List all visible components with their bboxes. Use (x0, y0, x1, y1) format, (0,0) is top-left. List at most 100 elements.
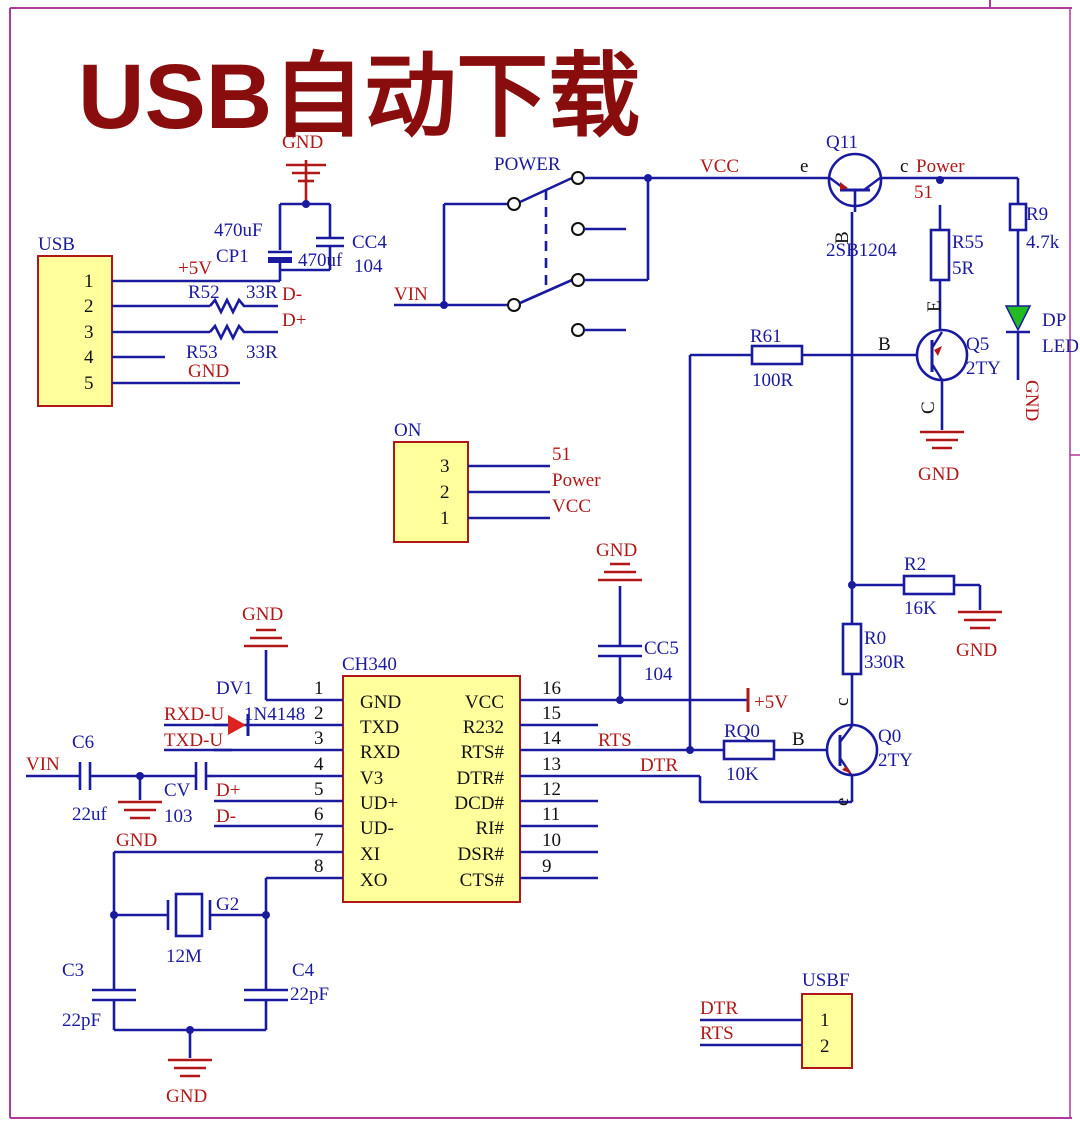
net-vin-c6: VIN (26, 754, 60, 775)
q11-ref: Q11 (826, 132, 858, 153)
q0-transistor (825, 723, 879, 802)
on-pin-3: 3 (440, 456, 450, 477)
ch340-pin10-num: 10 (542, 830, 561, 851)
r0-resistor (841, 622, 863, 676)
ch340-pin7-num: 7 (314, 830, 324, 851)
ch340-pin4-num: 4 (314, 754, 324, 775)
net-51-q11: 51 (914, 182, 933, 203)
cv-ref: CV (164, 780, 191, 801)
page-title: USB自动下载 (78, 46, 640, 148)
cv-val: 103 (164, 806, 193, 827)
usbf-label: USBF (802, 970, 850, 991)
r55-val: 5R (952, 258, 975, 279)
q0-val: 2TY (878, 750, 913, 771)
rq0-ref: RQ0 (724, 721, 760, 742)
c6-val: 22uf (72, 804, 108, 825)
usbf-connector: USBF 1 2 DTR RTS (700, 970, 853, 1069)
dv1-ref: DV1 (216, 678, 253, 699)
on-pin-1: 1 (440, 508, 450, 529)
on-pin-2: 2 (440, 482, 450, 503)
ch340-pin4-name: V3 (360, 768, 383, 789)
on-net-51: 51 (552, 444, 571, 465)
net-5v-cc5: +5V (754, 692, 788, 713)
usbf-net-dtr: DTR (700, 998, 738, 1019)
ch340-chip: CH340 GND TXD RXD V3 UD+ UD- XI XO VCC R… (114, 654, 700, 903)
ch340-pin5-num: 5 (314, 779, 324, 800)
r52-ref: R52 (188, 282, 220, 303)
net-gnd-ch340: GND (242, 604, 283, 625)
q11-base-label: B (832, 231, 853, 244)
ch340-pin14-name: RTS# (461, 742, 505, 763)
r61-resistor (750, 344, 804, 366)
ch340-pin1-name: GND (360, 692, 401, 713)
usbf-net-rts: RTS (700, 1023, 734, 1044)
r9-resistor (1008, 202, 1028, 232)
usb-label: USB (38, 234, 75, 255)
cp1-ref: CP1 (216, 246, 249, 267)
power-switch-label: POWER (494, 154, 561, 175)
usbf-pin-1: 1 (820, 1010, 830, 1031)
net-rxd-u: RXD-U (164, 704, 224, 725)
r52-resistor (209, 297, 278, 315)
cc4-val2: 470uf (298, 250, 343, 271)
on-connector: ON 3 2 1 51 Power VCC (393, 420, 601, 543)
rq0-resistor (722, 739, 776, 761)
net-dminus-usb: D- (282, 284, 302, 305)
q0-base-label: B (792, 729, 805, 750)
net-rts-ch340: RTS (598, 730, 632, 751)
net-gnd-crystal: GND (166, 1086, 207, 1107)
ch340-pin2-num: 2 (314, 703, 324, 724)
usb-pin-2: 2 (84, 296, 94, 317)
net-gnd-cp1: GND (282, 132, 323, 153)
net-vin-switch: VIN (394, 284, 428, 305)
r61-ref: R61 (750, 326, 782, 347)
ch340-pin8-num: 8 (314, 856, 324, 877)
c3-ref: C3 (62, 960, 84, 981)
q11-val: 2SB1204 (826, 240, 897, 261)
on-net-power: Power (552, 470, 601, 491)
q5-emitter-label: E (924, 300, 945, 312)
q0-emitter-label: e (832, 798, 853, 806)
dv1-val: 1N4148 (244, 704, 305, 725)
r52-val: 33R (246, 282, 278, 303)
g2-val: 12M (166, 946, 202, 967)
c3-val: 22pF (62, 1010, 101, 1031)
ch340-pin15-name: R232 (463, 717, 504, 738)
q0-ref: Q0 (878, 726, 901, 747)
net-gnd-r2: GND (956, 640, 997, 661)
net-dminus-ch340: D- (216, 806, 236, 827)
r53-ref: R53 (186, 342, 218, 363)
power-switch[interactable]: POWER (394, 154, 652, 337)
net-gnd-c6: GND (116, 830, 157, 851)
q5-base-label: B (878, 334, 891, 355)
net-txd-u: TXD-U (164, 730, 223, 751)
q5-collector-label: C (918, 401, 939, 414)
r2-ref: R2 (904, 554, 926, 575)
cc5-ref: CC5 (644, 638, 679, 659)
ch340-pin13-name: DTR# (457, 768, 505, 789)
cp1-val: 470uF (214, 220, 263, 241)
q5-ref: Q5 (966, 334, 989, 355)
net-gnd-led: GND (1021, 380, 1042, 421)
net-dtr-ch340: DTR (640, 755, 678, 776)
cc5-val: 104 (644, 664, 673, 685)
ch340-pin12-num: 12 (542, 779, 561, 800)
led-ref: DP (1042, 310, 1066, 331)
cc4-ref: CC4 (352, 232, 387, 253)
r53-val: 33R (246, 342, 278, 363)
ch340-pin11-name: RI# (476, 818, 505, 839)
q11-collector-label: c (900, 156, 908, 177)
ch340-pin16-name: VCC (465, 692, 504, 713)
r2-val: 16K (904, 598, 937, 619)
q11-transistor (827, 152, 883, 585)
g2-ref: G2 (216, 894, 239, 915)
c6-ref: C6 (72, 732, 94, 753)
ch340-pin13-num: 13 (542, 754, 561, 775)
r2-resistor (902, 574, 956, 596)
r53-resistor (209, 323, 278, 341)
led-val: LED (1042, 336, 1079, 357)
crystal-g2 (174, 892, 204, 938)
net-dplus-ch340: D+ (216, 780, 240, 801)
usb-pin-5: 5 (84, 373, 94, 394)
